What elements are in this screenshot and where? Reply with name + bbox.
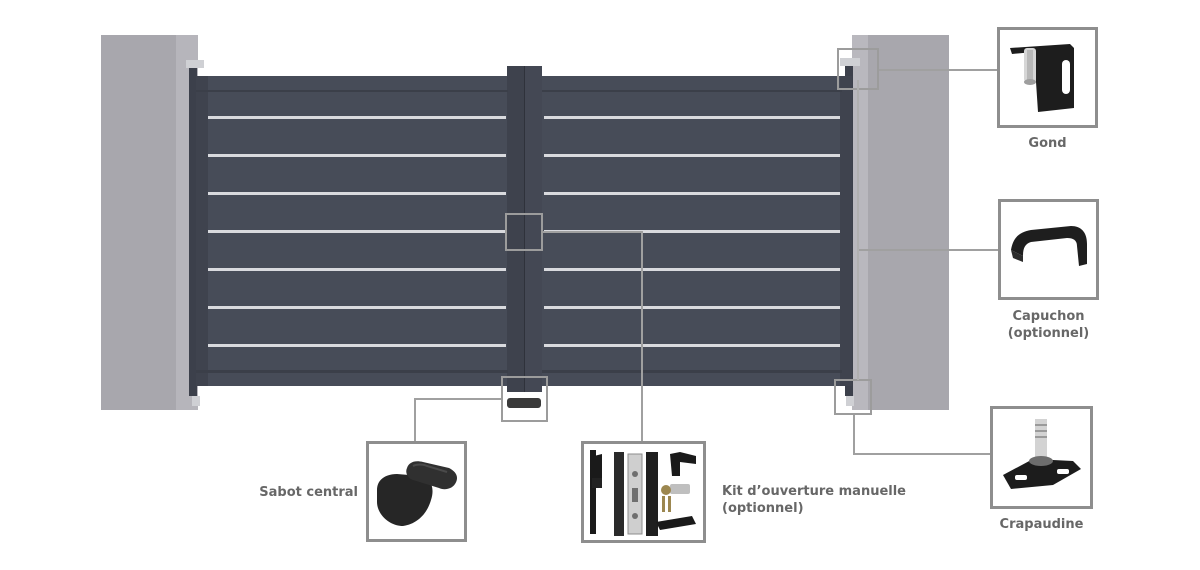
left-bottom-rail (196, 370, 508, 373)
right-pillar (852, 35, 949, 410)
right-leaf-stile (840, 76, 852, 386)
centre-stile-left (507, 66, 524, 392)
label-sabot-central: Sabot central (259, 485, 358, 500)
label-capuchon-2: (optionnel) (1007, 326, 1090, 341)
right-rails (544, 116, 840, 347)
connector-kit-h (543, 231, 643, 233)
centre-stile-right (525, 66, 542, 392)
sabot-central-stop-icon (377, 461, 457, 526)
connector-kit-v (641, 231, 643, 442)
label-kit-1: Kit d’ouverture manuelle (722, 484, 906, 499)
callout-capuchon (998, 199, 1099, 300)
highlight-capuchon-line (857, 80, 859, 380)
left-top-hinge (186, 60, 204, 68)
left-leaf-stile (196, 76, 208, 386)
connector-gond (879, 69, 998, 71)
central-stop-shape (507, 398, 541, 408)
left-pillar (101, 35, 181, 410)
left-hinge-post (189, 64, 197, 396)
right-top-rail (542, 90, 842, 92)
label-kit-2: (optionnel) (722, 501, 804, 516)
gond-hinge-icon (1010, 44, 1074, 112)
right-bottom-rail (542, 370, 842, 373)
manual-lock-kit-icon (590, 450, 696, 536)
highlight-kit (505, 213, 543, 251)
callout-kit (581, 441, 706, 543)
label-gond: Gond (1028, 136, 1067, 151)
left-rails (208, 116, 506, 347)
highlight-crapaudine (834, 379, 872, 415)
connector-capuchon (859, 249, 999, 251)
left-top-rail (196, 90, 508, 92)
connector-crapaudine-v (853, 415, 855, 455)
callout-crapaudine (990, 406, 1093, 509)
right-pillar-edge (852, 35, 868, 410)
callout-sabot-central (366, 441, 467, 542)
right-top-hinge (840, 58, 860, 66)
connector-sabot-v (414, 398, 416, 442)
left-bottom-pivot (192, 396, 200, 406)
callout-gond (997, 27, 1098, 128)
label-crapaudine: Crapaudine (999, 517, 1084, 532)
highlight-sabot (501, 376, 548, 422)
connector-sabot-h (414, 398, 501, 400)
label-capuchon-1: Capuchon (1012, 309, 1085, 324)
right-bottom-pivot (846, 396, 854, 406)
capuchon-cap-icon (1011, 226, 1087, 266)
connector-crapaudine-h (853, 453, 990, 455)
crapaudine-pivot-icon (1003, 419, 1081, 489)
